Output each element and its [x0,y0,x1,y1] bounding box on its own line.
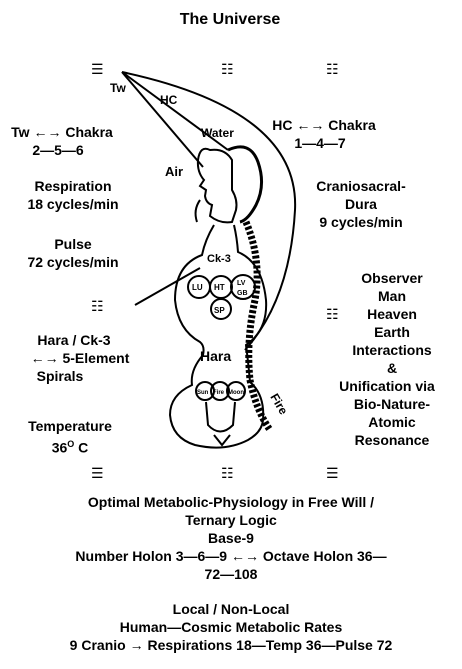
label-fire-small: Fire [213,390,225,396]
hc-chakra: HC ←→ Chakra [272,117,376,133]
label-sun: Sun [197,390,209,396]
label-ck3: Ck-3 [207,253,231,265]
label-tw: Tw [110,81,126,95]
observer-label: Observer [361,270,423,286]
heaven-label: Heaven [367,306,417,322]
universe-arc [121,71,297,351]
spirals: Spirals [36,368,84,384]
bottom-line-8: 9 Cranio → Respirations 18—Temp 36—Pulse… [69,637,393,653]
sun-circle [195,381,215,401]
trigram-top-mid-icon: ☷ [221,61,234,77]
hara-ck3: Hara / Ck-3 [37,332,111,348]
head-outline [196,147,238,224]
label-ht: HT [214,283,225,292]
label-gb: GB [237,290,248,297]
atomic-label: Atomic [368,414,416,430]
bottom-line-1: Optimal Metabolic-Physiology in Free Wil… [87,494,375,510]
ampersand: & [386,360,398,376]
tw-ray [121,71,204,168]
resonance-label: Resonance [354,432,430,448]
temp-degree: O [67,439,75,449]
cauldron-base [213,434,231,447]
cranio-rate: 9 cycles/min [319,214,403,230]
lv-circle [230,274,256,300]
tw-chakra: Tw ←→ Chakra [11,124,113,140]
pulse-label: Pulse [54,236,92,252]
label-lu: LU [192,283,203,292]
hc-ray [121,71,229,151]
five-element: ←→ 5-Element [30,350,130,366]
fire-circle [210,381,230,401]
label-hc: HC [160,93,178,107]
sp-circle [210,298,232,320]
hc-numbers: 1—4—7 [294,135,346,151]
bio-nature-label: Bio-Nature- [353,396,431,412]
temp-unit: C [74,439,89,456]
craniosacral-label: Craniosacral- [316,178,406,194]
temperature-label: Temperature [28,418,112,434]
bottom-line-4: Number Holon 3—6—9 ←→ Octave Holon 36— [75,548,387,564]
label-hara: Hara [200,348,232,364]
cauldron [205,401,236,433]
body-outline [168,224,268,449]
pointer-line [134,267,201,306]
bottom-line-7: Human—Cosmic Metabolic Rates [119,619,343,635]
bottom-line-3: Base-9 [208,530,254,546]
unification-label: Unification via [339,378,435,394]
page-title: The Universe [179,11,281,28]
pulse-rate: 72 cycles/min [27,254,119,270]
moon-circle [226,381,246,401]
trigram-bottom-right-icon: ☰ [326,465,339,481]
bottom-line-5: 72—108 [204,566,258,582]
bottom-line-6: Local / Non-Local [172,601,290,617]
respiration-label: Respiration [34,178,112,194]
temperature-value: 36O C [10,436,130,457]
respiration-rate: 18 cycles/min [27,196,119,212]
hair [227,145,263,224]
label-lv: LV [237,280,246,287]
beard [194,199,201,223]
trigram-top-left-icon: ☰ [91,61,104,77]
label-water: Water [201,126,234,140]
label-moon: Moon [228,390,244,396]
dura-label: Dura [345,196,377,212]
trigram-bottom-left-icon: ☰ [91,465,104,481]
spine [242,220,273,433]
trigram-mid-right-icon: ☷ [326,306,339,322]
trigram-top-right-icon: ☷ [326,61,339,77]
temp-number: 36 [51,439,68,456]
label-sp: SP [214,306,225,315]
trigram-bottom-mid-icon: ☷ [221,465,234,481]
earth-label: Earth [374,324,410,340]
man-label: Man [378,288,406,304]
trigram-mid-left-icon: ☷ [91,298,104,314]
label-air: Air [165,164,184,179]
interactions-label: Interactions [352,342,432,358]
bottom-line-2: Ternary Logic [185,512,277,528]
tw-numbers: 2—5—6 [32,142,84,158]
